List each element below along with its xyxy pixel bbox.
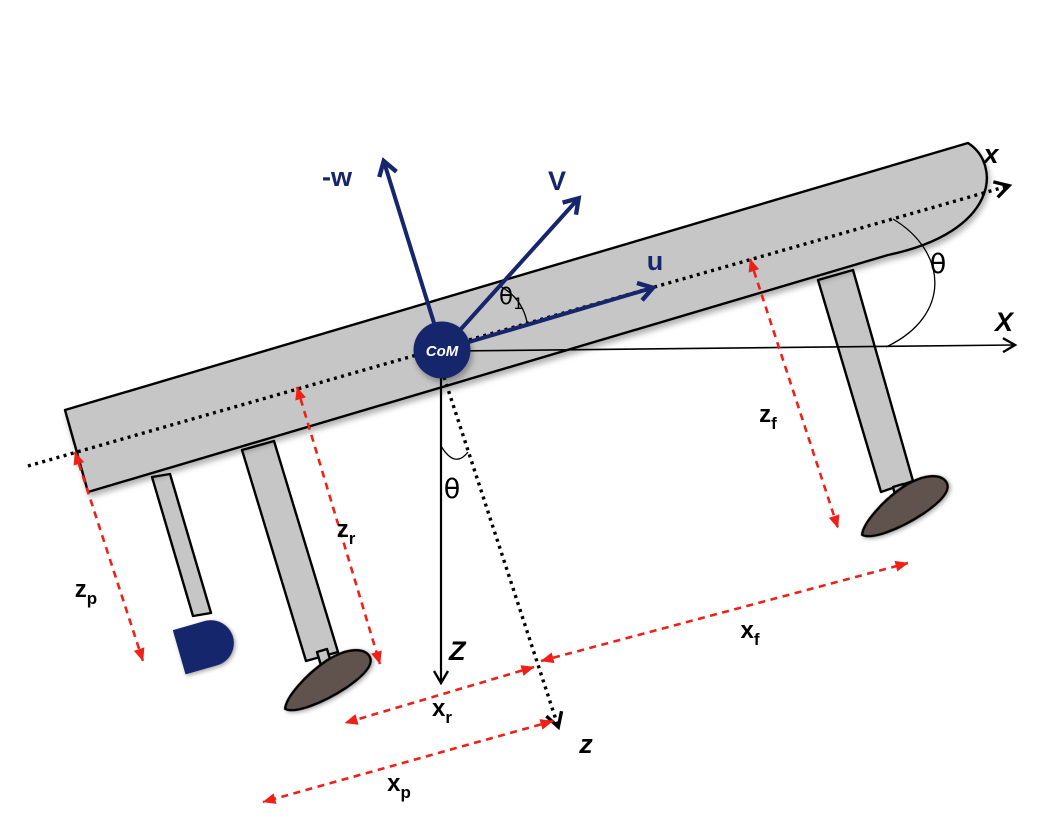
propeller-foot <box>172 620 234 675</box>
dim-xp-line <box>262 719 554 804</box>
neg-heave-vector <box>377 157 436 324</box>
pitch-angle-arc-com <box>440 445 469 460</box>
inertial-x-axis-line <box>451 337 1018 354</box>
dim-xp-label: xp <box>387 770 411 802</box>
com-marker <box>413 321 471 379</box>
front-foot <box>860 475 949 538</box>
dim-xf-line <box>540 560 909 664</box>
dim-xf-label: xf <box>740 617 759 649</box>
propeller-strut <box>150 472 213 618</box>
pitch-angle-curve-nose <box>885 218 936 348</box>
velocity-label: V <box>548 166 566 196</box>
dim-zr-line <box>295 386 382 665</box>
body-x-axis-label: x <box>981 139 999 169</box>
dim-zr-label: zr <box>337 516 356 548</box>
surge-label: u <box>647 246 664 276</box>
dim-xr-label: xr <box>432 695 452 727</box>
dim-zf-label: zf <box>759 401 777 433</box>
neg-heave-label: -w <box>322 162 353 192</box>
dim-zf-line <box>748 258 840 529</box>
inertial-x-axis-label: X <box>993 307 1015 337</box>
body-z-axis-label: z <box>578 729 593 759</box>
pitch-angle-label-com: θ <box>444 474 461 505</box>
com-label: CoM <box>426 343 459 360</box>
dim-xr-line <box>344 665 535 725</box>
velocity-angle-label: θ1 <box>499 284 523 313</box>
inertial-z-axis-label: Z <box>448 636 467 666</box>
velocity-vector <box>459 195 582 331</box>
dim-zp-label: zp <box>75 576 97 608</box>
surge-vector <box>468 280 657 344</box>
body-z-axis-line <box>442 376 564 731</box>
velocity-angle-arc <box>499 285 528 323</box>
front-leg <box>816 268 915 494</box>
pitch-angle-label-nose: θ <box>930 249 947 280</box>
